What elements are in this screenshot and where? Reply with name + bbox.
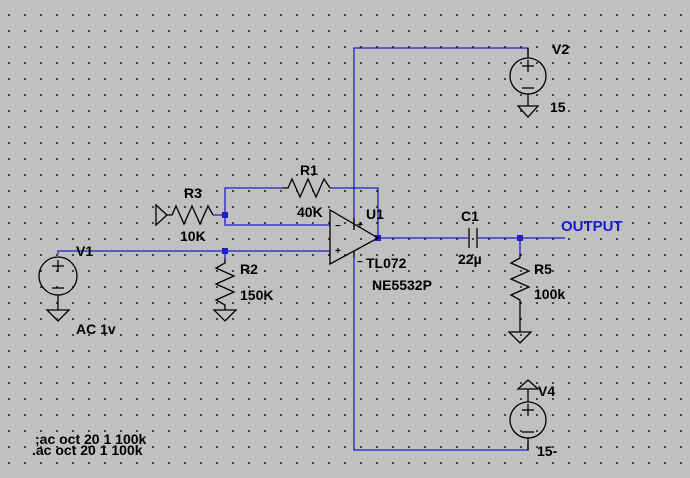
r5-name: R5: [534, 261, 552, 277]
r5-value: 100k: [534, 286, 565, 302]
r2-ground-icon: [212, 309, 238, 322]
c1-name: C1: [461, 208, 479, 224]
r2-name: R2: [240, 261, 258, 277]
u1-name: U1: [366, 206, 384, 222]
u1-noninverting-sign: +: [335, 246, 341, 257]
r5-zigzag: [509, 254, 531, 332]
r5-resistor[interactable]: [507, 254, 533, 344]
u1-inverting-sign: −: [335, 221, 341, 232]
r3-resistor[interactable]: [155, 203, 214, 227]
spice-directive-comment[interactable]: ;ac oct 20 1 100k: [35, 431, 147, 447]
v1-source[interactable]: [38, 256, 78, 322]
spice-directive-active[interactable]: .ac oct 20 1 100k: [32, 442, 143, 458]
wire-v2-supply[interactable]: [353, 47, 529, 230]
r1-zigzag: [282, 177, 331, 199]
v4-value: 15-: [537, 443, 558, 459]
r1-resistor[interactable]: [282, 177, 331, 199]
v4-name: V4: [538, 383, 555, 399]
r2-value: 150K: [240, 287, 273, 303]
junction-dot: [222, 248, 228, 254]
junction-dot: [222, 212, 228, 218]
r3-value: 10K: [180, 228, 206, 244]
r3-ground-icon: [155, 203, 168, 227]
wire-feedback-top[interactable]: [224, 187, 282, 215]
r1-value: 40K: [297, 204, 323, 220]
r3-zigzag: [167, 204, 214, 226]
junction-dot: [517, 235, 523, 241]
r3-name: R3: [184, 185, 202, 201]
wires: [57, 47, 565, 451]
wire-v1-in[interactable]: [57, 250, 330, 254]
c1-value: 22µ: [458, 251, 482, 267]
u1-opamp[interactable]: − + + −: [329, 208, 380, 268]
c1-capacitor[interactable]: [468, 228, 478, 248]
v4-source[interactable]: [509, 379, 547, 450]
u1-alt-model: NE5532P: [372, 277, 432, 293]
v1-value: AC 1v: [76, 321, 116, 337]
u1-vminus-sign: −: [357, 257, 363, 268]
v1-name: V1: [76, 243, 93, 259]
v4-supply-arrow-icon: [516, 379, 540, 390]
r2-resistor[interactable]: [212, 259, 238, 322]
v2-source[interactable]: [509, 48, 547, 118]
r1-name: R1: [300, 162, 318, 178]
r5-ground-icon: [507, 331, 533, 344]
output-net-label[interactable]: OUTPUT: [561, 218, 623, 235]
u1-model: TL072: [366, 255, 407, 271]
v2-value: 15: [550, 99, 566, 115]
wire-r1-to-output[interactable]: [330, 187, 379, 238]
r2-zigzag: [214, 259, 236, 310]
u1-vplus-sign: +: [357, 220, 363, 231]
v2-name: V2: [552, 41, 569, 57]
v2-ground-icon: [516, 105, 540, 118]
v1-ground-icon: [45, 309, 71, 322]
